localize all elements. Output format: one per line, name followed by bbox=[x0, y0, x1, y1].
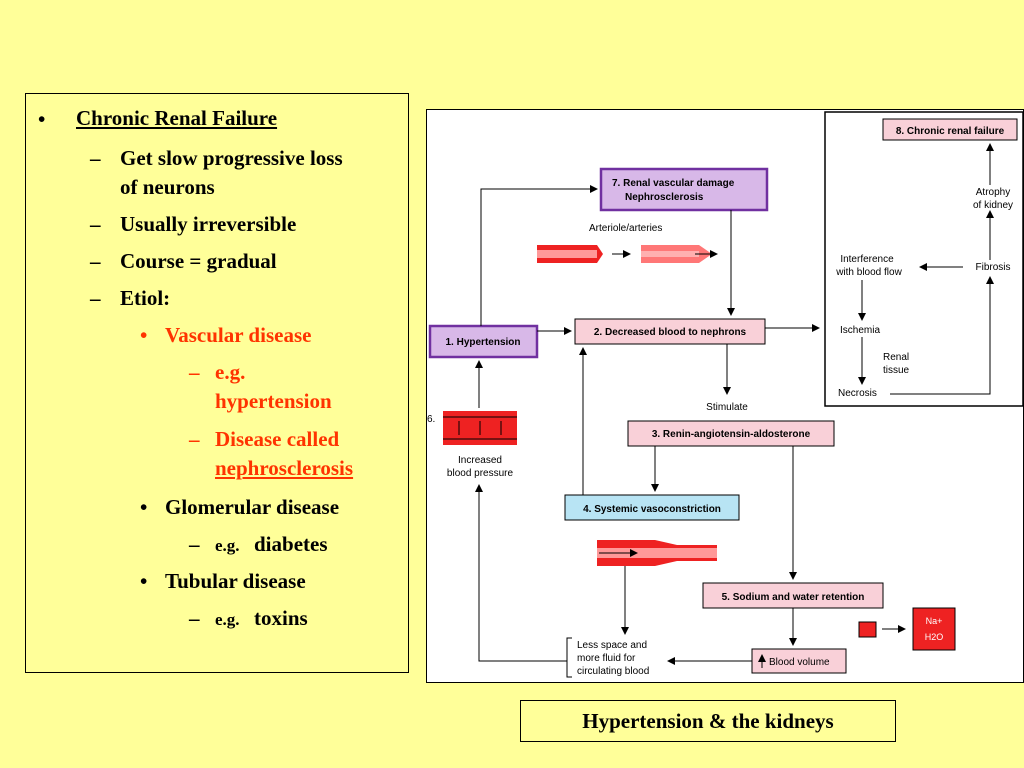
box-1 bbox=[428, 324, 539, 359]
item-slow-loss-line1: Get slow progressive loss bbox=[120, 146, 343, 170]
text-panel: • Chronic Renal Failure – Get slow progr… bbox=[25, 93, 409, 673]
dash: – bbox=[189, 532, 200, 556]
item-toxins: toxins bbox=[254, 606, 308, 630]
box-8-label: 8. Chronic renal failure bbox=[896, 126, 1005, 137]
eg-prefix: e.g. bbox=[215, 610, 240, 629]
box-7 bbox=[599, 167, 769, 212]
interference-line2: with blood flow bbox=[835, 267, 902, 278]
fibrosis-label: Fibrosis bbox=[975, 262, 1010, 273]
box-7-label-line2: Nephrosclerosis bbox=[625, 192, 704, 203]
label-6: 6. bbox=[427, 414, 435, 425]
renal-tissue-line1: Renal bbox=[883, 352, 909, 363]
box-3 bbox=[627, 420, 835, 447]
bracket bbox=[566, 637, 572, 678]
arteriole-label: Arteriole/arteries bbox=[589, 223, 662, 234]
box-4 bbox=[564, 494, 740, 521]
stimulate-label: Stimulate bbox=[706, 402, 748, 413]
eg-prefix: e.g. bbox=[215, 536, 240, 555]
bullet: • bbox=[38, 107, 46, 131]
item-slow-loss-line2: of neurons bbox=[120, 175, 215, 199]
caption: Hypertension & the kidneys bbox=[520, 700, 896, 742]
box-7-label-line1: 7. Renal vascular damage bbox=[612, 178, 735, 189]
na-label: Na+ bbox=[926, 616, 943, 626]
dash: – bbox=[189, 427, 200, 451]
item-eg-hypertension-line2: hypertension bbox=[215, 389, 332, 413]
atrophy-line1: Atrophy bbox=[976, 187, 1010, 198]
box-2-label: 2. Decreased blood to nephrons bbox=[594, 327, 747, 338]
less-space-line1: Less space and bbox=[577, 640, 647, 651]
damaged-artery-icon bbox=[641, 245, 718, 263]
pressurized-vessel-icon bbox=[443, 411, 517, 445]
item-eg-hypertension-line1: e.g. bbox=[215, 360, 246, 384]
less-space-line3: circulating blood bbox=[577, 666, 649, 677]
ischemia-label: Ischemia bbox=[840, 325, 880, 336]
sodium-marker bbox=[858, 621, 877, 638]
bullet: • bbox=[140, 569, 148, 593]
h2o-label: H2O bbox=[925, 632, 944, 642]
box-3-label: 3. Renin-angiotensin-aldosterone bbox=[652, 429, 811, 440]
item-glomerular: Glomerular disease bbox=[165, 495, 340, 519]
item-diabetes: diabetes bbox=[254, 532, 328, 556]
dash: – bbox=[189, 360, 200, 384]
na-h2o-box bbox=[912, 607, 956, 651]
box-5-label: 5. Sodium and water retention bbox=[722, 592, 865, 603]
bullet: • bbox=[140, 323, 148, 347]
dash: – bbox=[90, 146, 101, 170]
renal-tissue-line2: tissue bbox=[883, 365, 910, 376]
flow-arrows bbox=[475, 143, 994, 665]
box-5 bbox=[702, 582, 884, 609]
normal-artery-icon bbox=[537, 245, 603, 263]
diagram-canvas: 8. Chronic renal failure 7. Renal vascul… bbox=[427, 111, 1024, 678]
interference-line1: Interference bbox=[840, 254, 894, 265]
less-space-line2: more fluid for bbox=[577, 653, 636, 664]
dash: – bbox=[189, 606, 200, 630]
dash: – bbox=[90, 212, 101, 236]
box-1-label: 1. Hypertension bbox=[445, 337, 520, 348]
item-irreversible: Usually irreversible bbox=[120, 212, 297, 236]
box-2 bbox=[574, 318, 766, 345]
bullet: • bbox=[140, 495, 148, 519]
increased-bp-line1: Increased bbox=[458, 455, 502, 466]
blood-volume-box bbox=[751, 648, 847, 674]
atrophy-line2: of kidney bbox=[973, 200, 1013, 211]
blood-volume-label: Blood volume bbox=[769, 657, 830, 668]
box-8 bbox=[882, 118, 1018, 141]
increased-bp-line2: blood pressure bbox=[447, 468, 514, 479]
constricted-vessel-icon bbox=[597, 540, 717, 566]
box-4-label: 4. Systemic vasoconstriction bbox=[583, 504, 721, 515]
item-etiol: Etiol: bbox=[120, 286, 171, 310]
item-nephrosclerosis: nephrosclerosis bbox=[215, 456, 354, 480]
item-course: Course = gradual bbox=[120, 249, 277, 273]
item-tubular: Tubular disease bbox=[165, 569, 306, 593]
dash: – bbox=[90, 286, 101, 310]
item-vascular: Vascular disease bbox=[165, 323, 312, 347]
hypertension-kidney-diagram: 8. Chronic renal failure 7. Renal vascul… bbox=[426, 109, 1024, 683]
item-disease-called: Disease called bbox=[215, 427, 340, 451]
heading: Chronic Renal Failure bbox=[76, 106, 278, 130]
necrosis-label: Necrosis bbox=[838, 388, 877, 399]
dash: – bbox=[90, 249, 101, 273]
